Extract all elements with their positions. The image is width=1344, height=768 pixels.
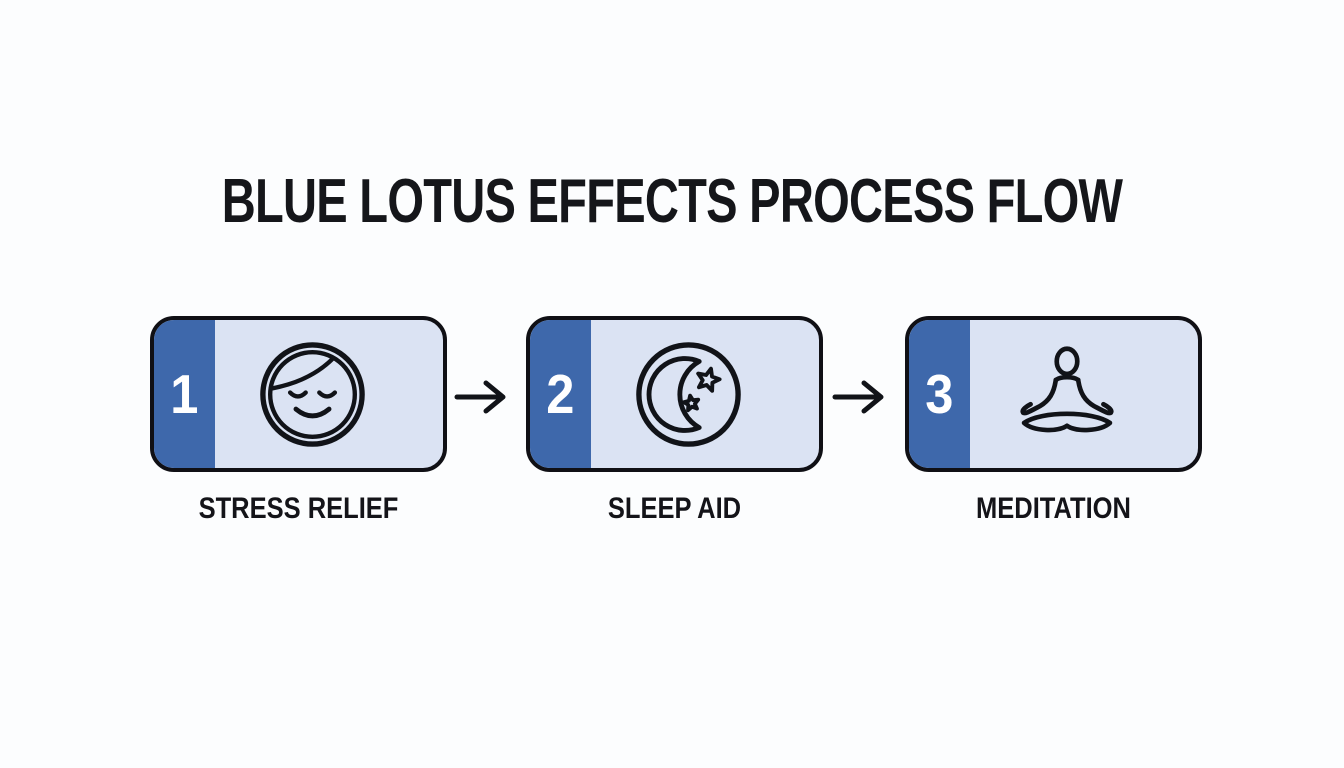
step-label: MEDITATION — [976, 492, 1131, 525]
step-number: 3 — [925, 362, 954, 425]
step-card-stress-relief: 1 — [150, 316, 447, 472]
step-card-sleep-aid: 2 — [526, 316, 823, 472]
step-number: 2 — [546, 362, 575, 425]
step-number-tab: 2 — [530, 320, 591, 468]
step-label: SLEEP AID — [607, 492, 742, 525]
meditation-icon — [970, 320, 1164, 468]
page-title: BLUE LOTUS EFFECTS PROCESS FLOW — [221, 167, 1123, 236]
step-number-tab: 1 — [154, 320, 215, 468]
calm-face-icon — [215, 320, 409, 468]
step-card-meditation: 3 — [905, 316, 1202, 472]
arrow-right-icon — [831, 377, 889, 422]
step-number-tab: 3 — [909, 320, 970, 468]
arrow-right-icon — [453, 377, 511, 422]
step-number: 1 — [170, 362, 199, 425]
step-label: STRESS RELIEF — [198, 492, 399, 525]
moon-stars-icon — [591, 320, 785, 468]
